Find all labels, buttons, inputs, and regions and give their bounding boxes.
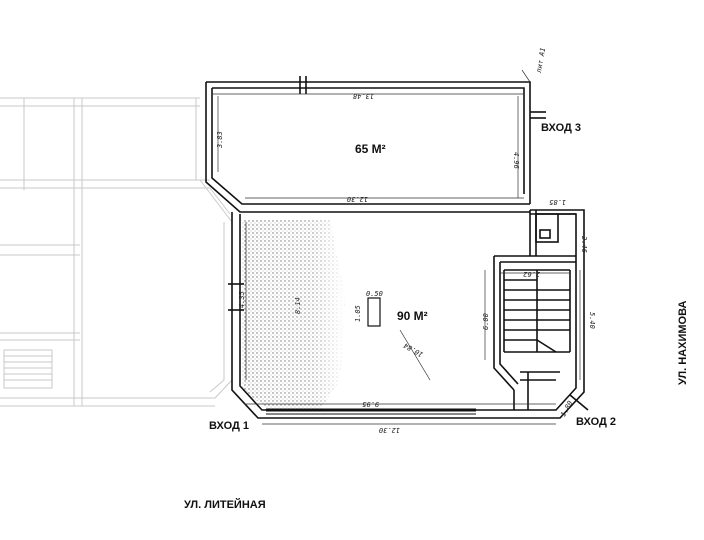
dim-stair-right: 5.40 — [588, 312, 596, 329]
dim-column-w: 0.50 — [366, 290, 383, 298]
dim-lower-middle: 8.14 — [294, 297, 302, 314]
dim-column-h: 1.05 — [354, 305, 362, 322]
dim-upper-right: 4.96 — [512, 152, 520, 169]
upper-room-area: 65 М² — [355, 142, 386, 156]
dim-small-3: 1.80 — [559, 400, 574, 419]
dimension-lines — [212, 69, 581, 425]
dim-upper-left: 3.83 — [216, 131, 224, 149]
dim-stair-left: 6.00 — [482, 313, 490, 330]
lower-room-walls — [228, 209, 589, 419]
entrance-3-label: ВХОД 3 — [541, 122, 581, 134]
dim-stair-top: 2.62 — [523, 270, 540, 278]
street-nakhimova-label: УЛ. НАХИМОВА — [677, 300, 689, 385]
dim-lower-left: 4.35 — [238, 291, 246, 308]
lower-room-area: 90 М² — [397, 309, 428, 323]
dim-small-1: 1.85 — [549, 198, 566, 206]
shaded-zone — [242, 220, 345, 410]
dim-small-2: 2.46 — [580, 236, 588, 253]
dim-lower-interior: 10.84 — [402, 341, 424, 358]
entrance-2-label: ВХОД 2 — [576, 416, 616, 428]
neighbor-building — [0, 97, 233, 407]
entrance-1-label: ВХОД 1 — [209, 420, 249, 432]
note-top: лит А1 — [535, 47, 547, 74]
street-liteynaya-label: УЛ. ЛИТЕЙНАЯ — [184, 499, 266, 511]
dim-upper-bottom: 12.30 — [347, 195, 368, 203]
dim-upper-top: 13.48 — [353, 92, 374, 100]
dim-lower-bottom-outer: 12.30 — [379, 426, 400, 434]
dim-lower-bottom-inner: 9.95 — [362, 400, 379, 408]
column — [367, 297, 381, 327]
